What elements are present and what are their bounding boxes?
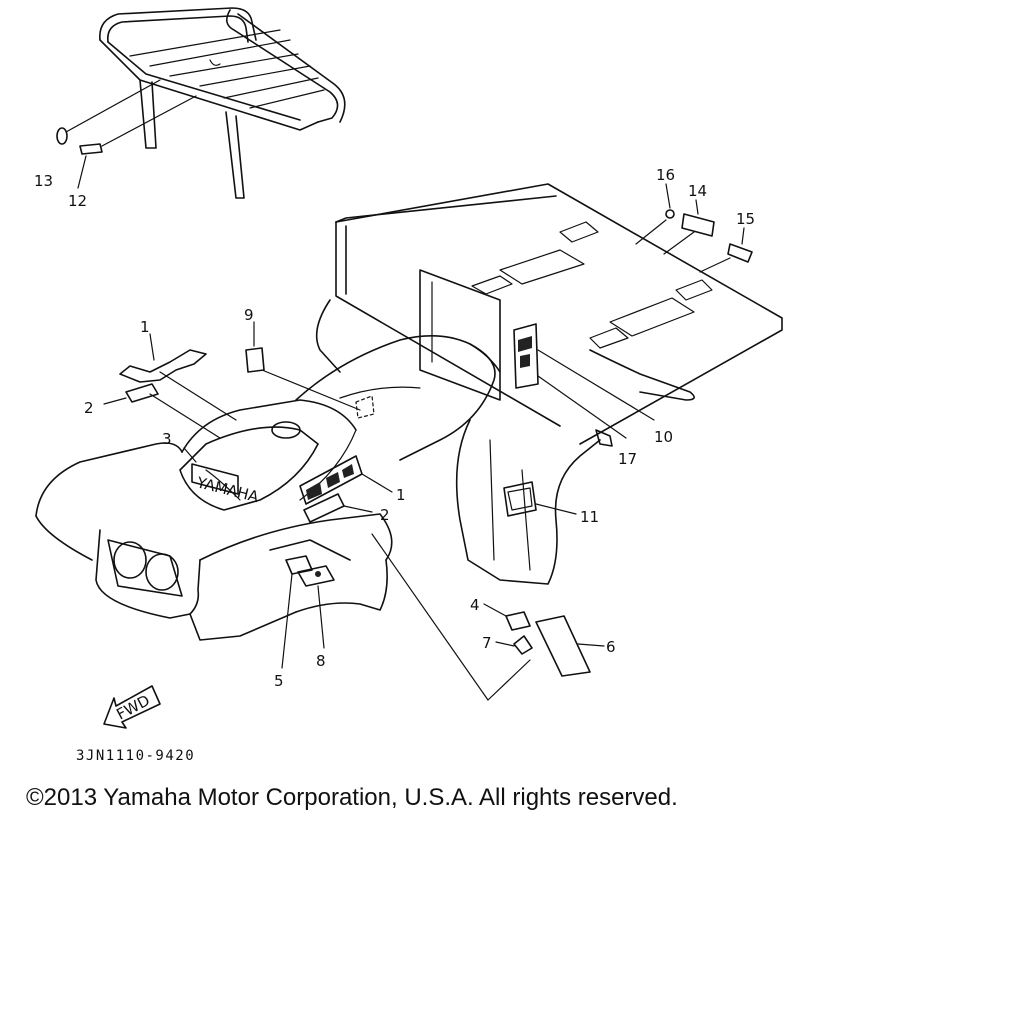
callout-3: 3 xyxy=(162,430,172,448)
part-16-emblem xyxy=(635,183,675,245)
callout-15: 15 xyxy=(736,210,755,228)
part-1-decal-right xyxy=(299,455,393,505)
callout-17: 17 xyxy=(618,450,637,468)
callout-labels: 1 2 3 1 2 4 5 6 7 8 9 10 11 12 13 14 15 … xyxy=(34,166,755,690)
callout-9: 9 xyxy=(244,306,254,324)
part-8-decal xyxy=(297,565,335,649)
rear-cargo-bed xyxy=(335,183,783,447)
callout-11: 11 xyxy=(580,508,599,526)
part-5-decal xyxy=(281,555,313,669)
callout-8: 8 xyxy=(316,652,326,670)
leader-lines-lower xyxy=(371,533,531,701)
part-2-decal-right xyxy=(303,493,373,523)
front-panel-top xyxy=(179,421,319,511)
part-7-decal xyxy=(495,635,533,655)
part-15-decal xyxy=(699,227,753,273)
part-2-decal-left xyxy=(103,383,221,439)
part-9-decal xyxy=(245,321,375,419)
part-14-decal xyxy=(663,199,715,255)
callout-5: 5 xyxy=(274,672,284,690)
callout-4: 4 xyxy=(470,596,480,614)
callout-13: 13 xyxy=(34,172,53,190)
callout-7: 7 xyxy=(482,634,492,652)
part-3-yamaha-decal: YAMAHA xyxy=(183,447,261,506)
callout-2-right: 2 xyxy=(380,506,390,524)
part-10-warning-label xyxy=(513,323,655,439)
part-13-emblem xyxy=(56,79,161,145)
callout-1-left: 1 xyxy=(140,318,150,336)
copyright-notice: ©2013 Yamaha Motor Corporation, U.S.A. A… xyxy=(26,784,678,811)
callout-6: 6 xyxy=(606,638,616,656)
callout-1-right: 1 xyxy=(396,486,406,504)
rear-fender xyxy=(315,299,601,585)
forward-arrow: FWD xyxy=(103,685,161,729)
callout-14: 14 xyxy=(688,182,707,200)
callout-2-left: 2 xyxy=(84,399,94,417)
callout-12: 12 xyxy=(68,192,87,210)
part-11-decal xyxy=(503,481,577,517)
seat xyxy=(295,335,501,461)
callout-16: 16 xyxy=(656,166,675,184)
diagram-code: 3JN1110-9420 xyxy=(76,748,196,764)
callout-10: 10 xyxy=(654,428,673,446)
part-1-decal-left xyxy=(119,333,237,421)
part-6-decal xyxy=(535,615,605,677)
front-fender xyxy=(35,399,393,641)
rear-carrier-rack xyxy=(99,7,346,199)
part-4-decal xyxy=(483,603,531,631)
part-12-decal xyxy=(77,95,197,189)
